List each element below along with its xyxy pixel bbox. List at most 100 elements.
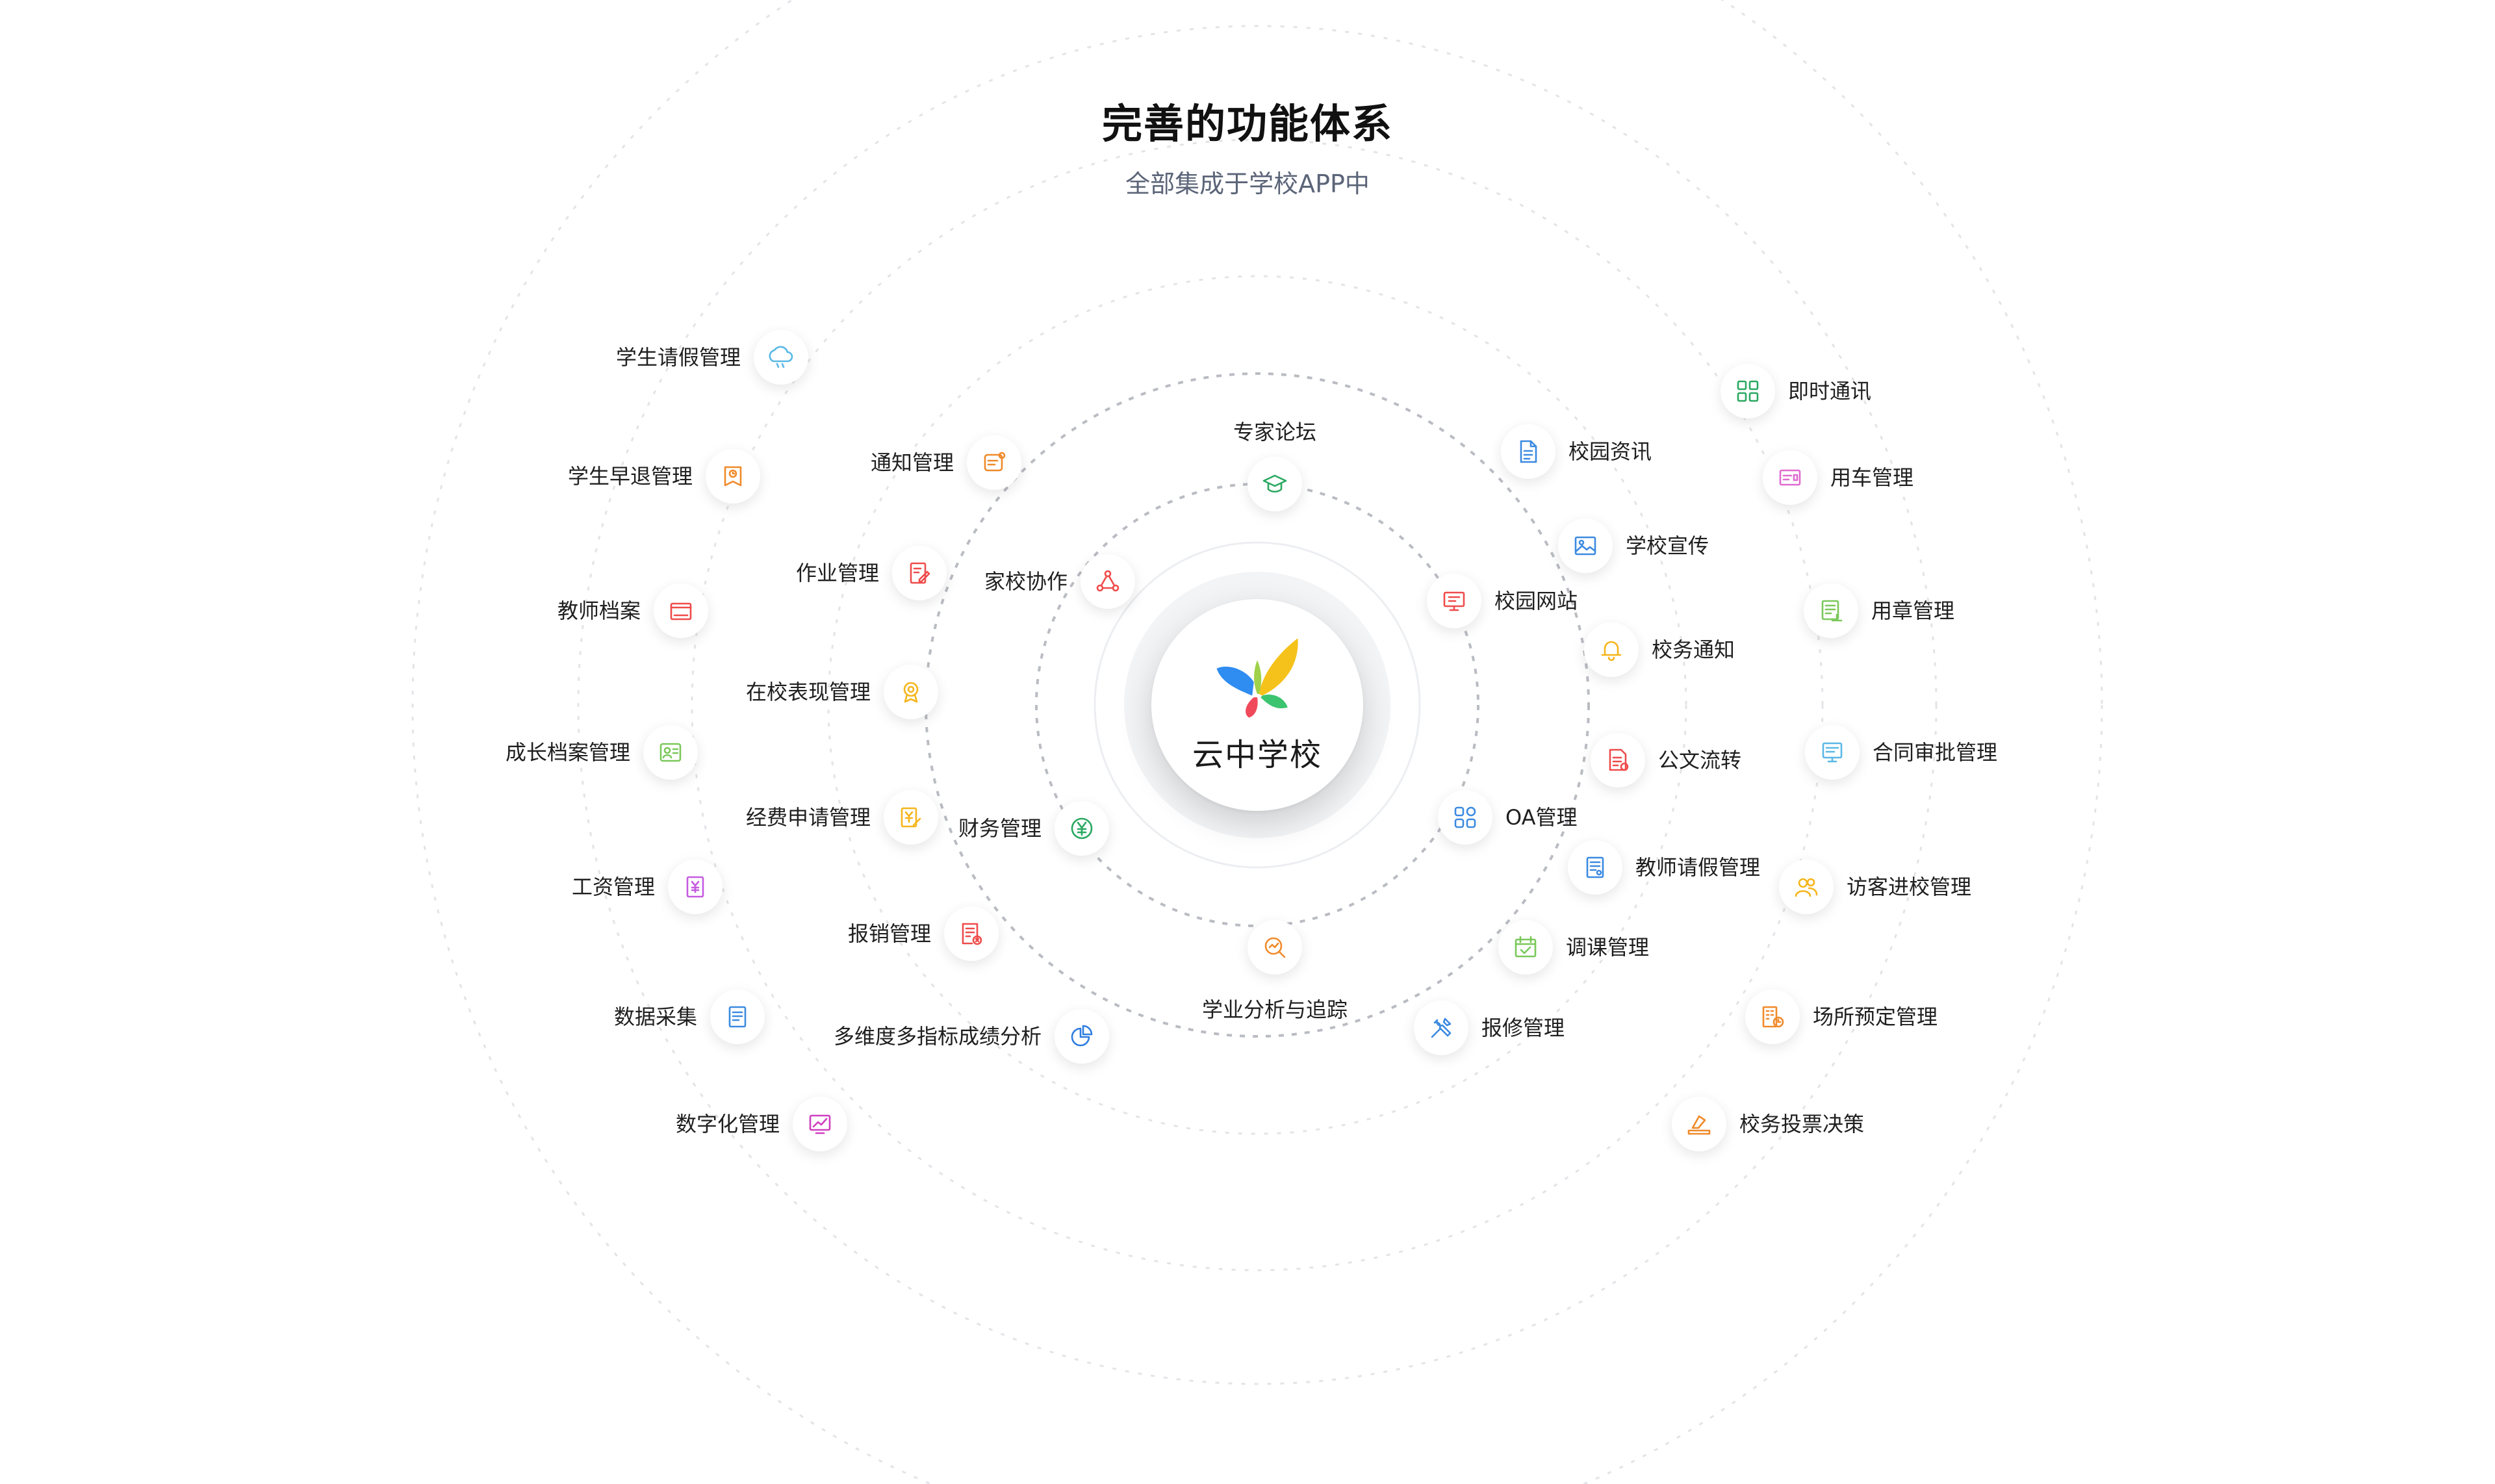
feature-label-zxbx[interactable]: 在校表现管理: [746, 680, 871, 704]
feature-node-sjcj[interactable]: [710, 990, 765, 1044]
id-card-icon: [659, 743, 682, 762]
contract-icon: [1822, 742, 1843, 763]
feature-label-xyzx[interactable]: 校园资讯: [1568, 439, 1652, 464]
feature-label-oa[interactable]: OA管理: [1505, 805, 1578, 830]
feature-label-xxxc[interactable]: 学校宣传: [1626, 533, 1709, 558]
tools-icon: [1431, 1017, 1452, 1038]
feature-node-tkgl[interactable]: [1498, 920, 1553, 975]
feature-label-jsqj[interactable]: 教师请假管理: [1635, 855, 1761, 880]
feature-label-cwgl[interactable]: 财务管理: [958, 816, 1042, 841]
feature-label-czda[interactable]: 成长档案管理: [505, 740, 631, 765]
feature-node-ycgl[interactable]: [1763, 450, 1817, 505]
money-edit-icon: [901, 807, 921, 828]
feature-node-zxbx[interactable]: [884, 665, 938, 719]
grid-blocks-icon: [1737, 380, 1759, 402]
feature-node-xyfx[interactable]: [1248, 920, 1302, 975]
feature-label-sjcj[interactable]: 数据采集: [614, 1004, 698, 1029]
feature-label-xywz[interactable]: 校园网站: [1494, 589, 1578, 613]
feature-node-csyd[interactable]: [1745, 990, 1800, 1044]
feature-label-csyd[interactable]: 场所预定管理: [1813, 1004, 1938, 1029]
feature-label-jstx[interactable]: 即时通讯: [1788, 379, 1872, 403]
feature-node-cwgl[interactable]: [1055, 801, 1109, 856]
feature-node-oa[interactable]: [1438, 790, 1492, 845]
document-icon: [1520, 440, 1537, 463]
feature-node-jstx[interactable]: [1721, 364, 1775, 418]
feature-label-xsqj[interactable]: 学生请假管理: [616, 345, 741, 370]
feature-node-jxxz[interactable]: [1081, 554, 1135, 609]
feature-node-tzgl[interactable]: [967, 435, 1021, 490]
feature-label-yzgl[interactable]: 用章管理: [1871, 598, 1955, 623]
feature-label-tzgl[interactable]: 通知管理: [871, 450, 954, 475]
feature-label-bxiu[interactable]: 报修管理: [1481, 1016, 1565, 1040]
chart-screen-icon: [809, 1114, 831, 1134]
feature-node-jfsq[interactable]: [884, 790, 938, 845]
feature-label-fkjx[interactable]: 访客进校管理: [1847, 875, 1972, 899]
feature-node-czda[interactable]: [643, 725, 698, 780]
feature-label-ycgl[interactable]: 用车管理: [1830, 465, 1914, 490]
feature-node-xywz[interactable]: [1427, 574, 1481, 628]
feature-label-gzgl[interactable]: 工资管理: [572, 875, 656, 899]
feature-node-gzgl[interactable]: [668, 860, 723, 914]
stamp-doc-icon: [1821, 600, 1843, 622]
feature-label-bxgl[interactable]: 报销管理: [848, 921, 932, 946]
network-icon: [1096, 570, 1120, 592]
message-doc-icon: [984, 452, 1006, 472]
feature-label-xyfx[interactable]: 学业分析与追踪: [1202, 997, 1348, 1022]
orbit-ring-4: [827, 275, 1687, 1135]
pie-chart-icon: [1071, 1025, 1093, 1047]
feature-label-dwd[interactable]: 多维度多指标成绩分析: [834, 1024, 1042, 1049]
feature-node-jsqj[interactable]: [1568, 840, 1622, 895]
file-share-icon: [1609, 748, 1629, 771]
feature-label-zjlt[interactable]: 专家论坛: [1233, 420, 1317, 444]
feature-label-jfsq[interactable]: 经费申请管理: [746, 805, 871, 830]
receipt-icon: [962, 923, 982, 945]
page-subtitle: 全部集成于学校APP中: [1125, 170, 1370, 198]
feature-node-bxiu[interactable]: [1414, 1001, 1468, 1055]
feature-label-jsda[interactable]: 教师档案: [557, 598, 641, 623]
feature-node-htsp[interactable]: [1805, 725, 1860, 780]
feature-node-gwlz[interactable]: [1591, 733, 1645, 787]
image-icon: [1574, 536, 1596, 556]
feature-label-zygl[interactable]: 作业管理: [796, 561, 880, 585]
feature-node-xxxc[interactable]: [1558, 518, 1613, 573]
orbit-ring-3: [691, 138, 1824, 1272]
monitor-icon: [1443, 591, 1465, 611]
feature-node-dwd[interactable]: [1055, 1009, 1109, 1064]
money-doc-icon: [686, 876, 704, 898]
vote-icon: [1687, 1115, 1711, 1135]
feature-node-xyzx[interactable]: [1501, 424, 1555, 479]
feature-node-xwtp[interactable]: [1672, 1097, 1726, 1151]
feature-label-tkgl[interactable]: 调课管理: [1566, 935, 1650, 960]
feature-label-htsp[interactable]: 合同审批管理: [1873, 740, 1998, 765]
feature-node-xwtz[interactable]: [1584, 622, 1639, 677]
feature-label-xszt[interactable]: 学生早退管理: [568, 464, 693, 489]
feature-node-fkjx[interactable]: [1779, 860, 1834, 914]
butterfly-logo-icon: [1216, 638, 1298, 718]
center-app-name: 云中学校: [1192, 737, 1322, 773]
calendar-doc-icon: [1586, 856, 1604, 878]
umbrella-cloud-icon: [769, 346, 793, 368]
feature-node-xsqj[interactable]: [754, 330, 808, 385]
orbit-ring-7: [1094, 541, 1421, 869]
feature-label-xwtp[interactable]: 校务投票决策: [1739, 1112, 1865, 1136]
feature-node-szh[interactable]: [793, 1097, 847, 1151]
search-chart-icon: [1264, 937, 1286, 958]
feature-node-xszt[interactable]: [706, 449, 760, 504]
feature-label-xwtz[interactable]: 校务通知: [1652, 637, 1735, 662]
feature-label-jxxz[interactable]: 家校协作: [984, 569, 1068, 594]
feature-node-yzgl[interactable]: [1804, 583, 1858, 638]
center-hub[interactable]: 云中学校: [1151, 599, 1363, 811]
feature-node-zygl[interactable]: [892, 546, 947, 600]
feature-node-jsda[interactable]: [654, 583, 708, 638]
folder-icon: [670, 602, 692, 620]
visitors-icon: [1795, 878, 1818, 897]
feature-label-szh[interactable]: 数字化管理: [676, 1112, 780, 1136]
orbit-ring-2: [577, 25, 1938, 1385]
feature-node-zjlt[interactable]: [1248, 457, 1302, 511]
feature-label-gwlz[interactable]: 公文流转: [1658, 748, 1742, 773]
list-doc-icon: [728, 1006, 747, 1028]
bell-icon: [1601, 641, 1622, 661]
feature-node-bxgl[interactable]: [944, 906, 999, 961]
